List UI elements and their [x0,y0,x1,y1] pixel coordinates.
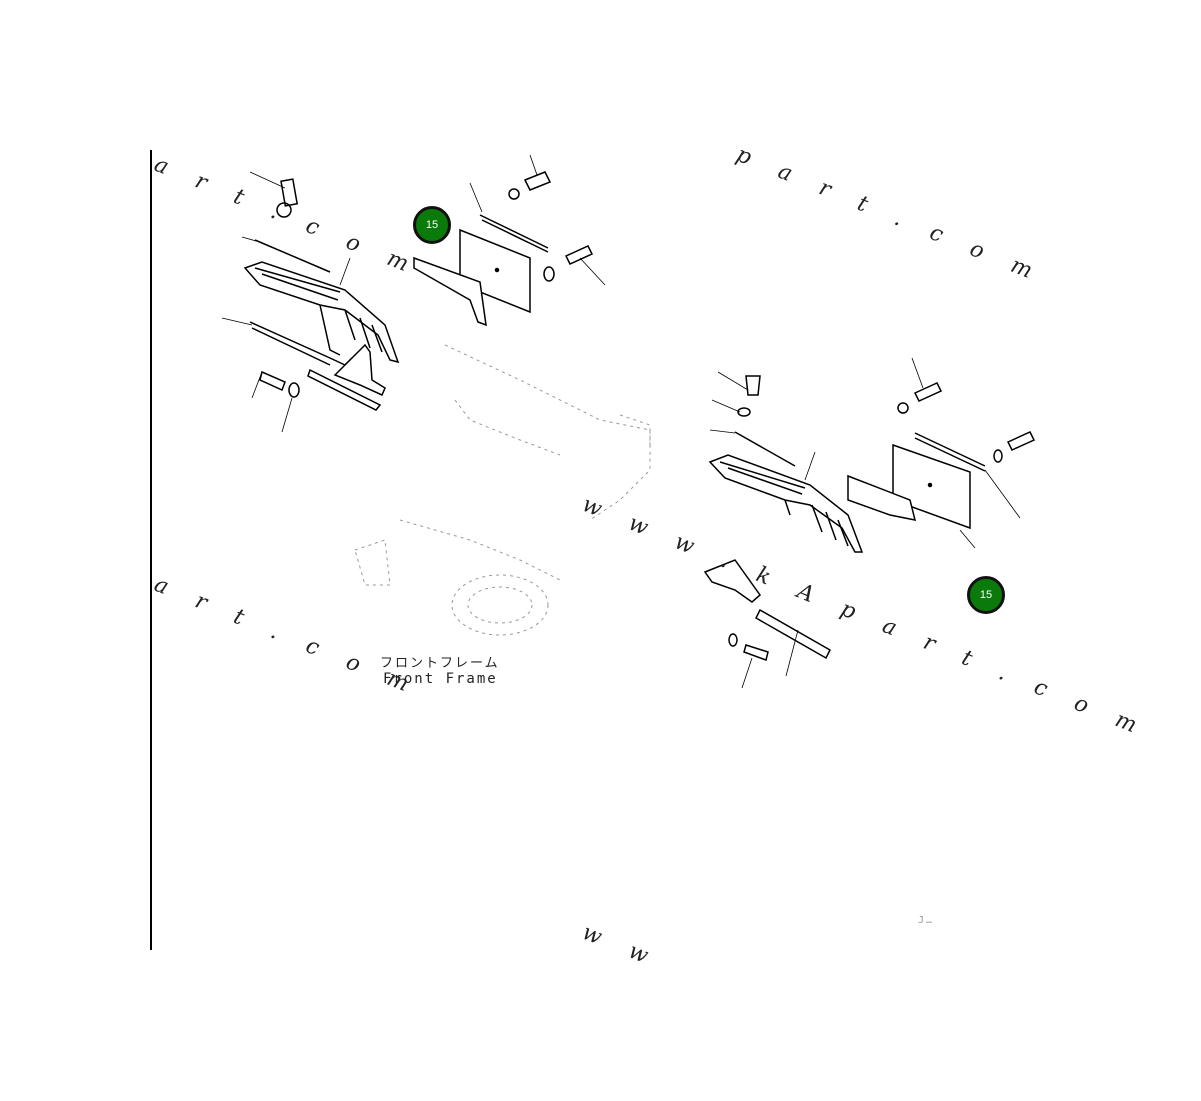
front-frame-label-en: Front Frame [383,671,498,687]
front-frame-outline [354,344,651,636]
left-fender-assembly [221,171,400,433]
top-center-mudflap-assembly [413,154,606,327]
callout-15-top[interactable]: 15 [413,206,451,244]
drawing-code: J… [918,915,935,926]
callout-15-bottom[interactable]: 15 [967,576,1005,614]
right-fender-assembly [703,357,1036,689]
front-frame-label-jp: フロントフレーム [380,656,500,671]
